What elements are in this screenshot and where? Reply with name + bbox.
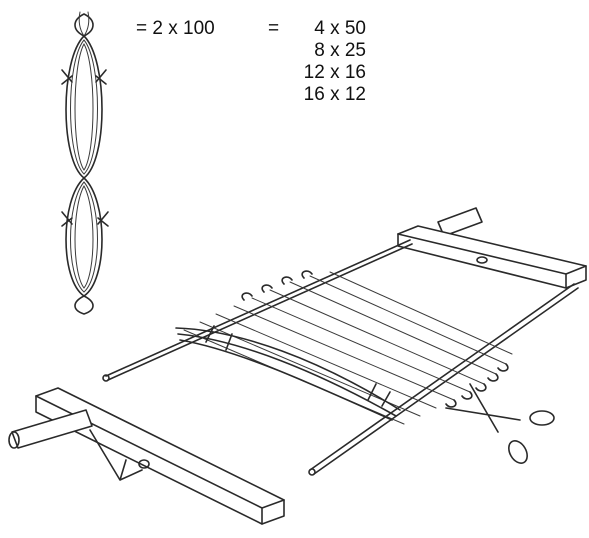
factorization-2: 8 x 25 — [314, 40, 366, 61]
warp-skein-drawing — [61, 11, 109, 315]
loom-drawing — [8, 207, 587, 525]
equals-sign: = — [268, 18, 280, 39]
equation-lhs: = 2 x 100 — [136, 18, 215, 39]
factorization-4: 16 x 12 — [303, 84, 366, 105]
factorization-3: 12 x 16 — [303, 62, 366, 83]
factorization-1: 4 x 50 — [314, 18, 366, 39]
